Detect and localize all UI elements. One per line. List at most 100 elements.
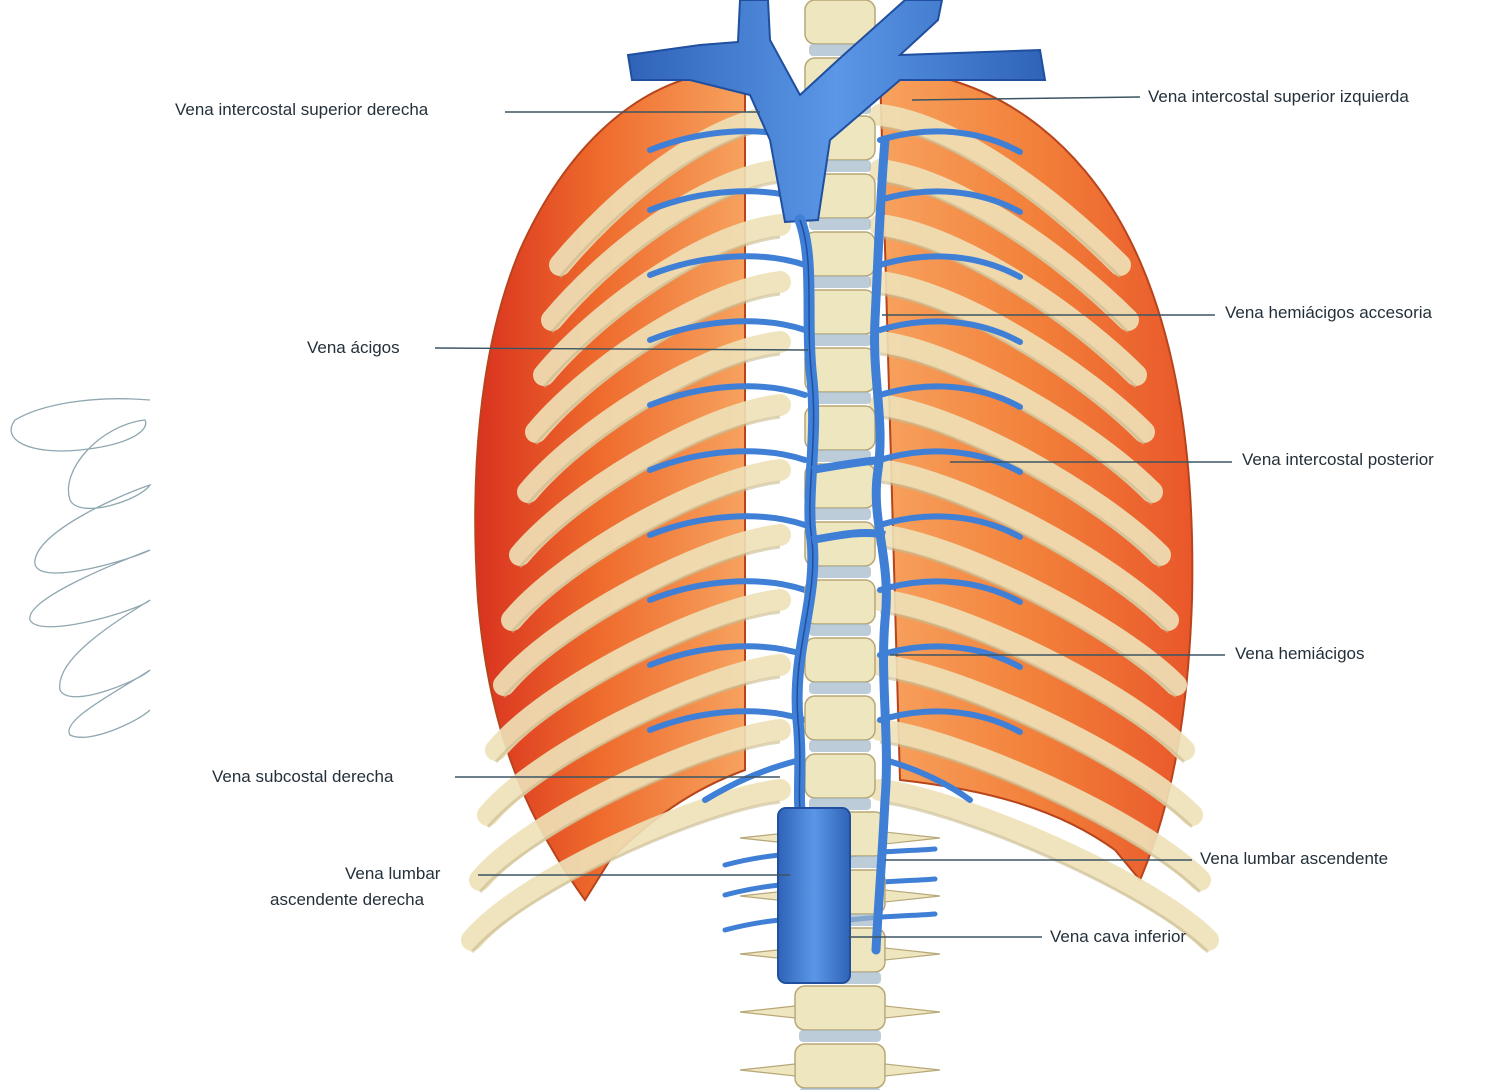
label-intercostal-superior-derecha: Vena intercostal superior derecha — [175, 100, 429, 119]
rib-right-shadow — [879, 415, 1162, 569]
intercostal-vein-left — [877, 513, 1023, 540]
rib-left — [493, 524, 791, 696]
hemiazygos-vein — [870, 135, 891, 955]
rib-right-shadow — [879, 675, 1194, 829]
intercostal-vein-left — [877, 578, 1023, 605]
leader-acigos — [434, 347, 809, 351]
rib-right-shadow — [879, 545, 1178, 699]
vertebral-body — [794, 985, 886, 1031]
hemiazygos-crossover-lower — [811, 528, 886, 544]
rib-right — [869, 214, 1147, 386]
rib-left-shadow — [542, 235, 781, 388]
rib-right — [869, 589, 1195, 761]
hemiazygos-crossover — [811, 456, 881, 474]
intervertebral-disc — [809, 740, 871, 752]
leader-intercostal-superior-izquierda — [911, 96, 1141, 101]
label-lumbar-ascendente-derecha-line2: ascendente derecha — [270, 890, 425, 909]
rib-left-shadow — [526, 352, 781, 505]
rib-left-shadow — [478, 740, 781, 893]
rib-right — [869, 459, 1179, 631]
vertebral-body — [804, 231, 876, 277]
rib-left — [533, 214, 791, 386]
transverse-process-left — [884, 889, 941, 903]
intercostal-vein-left — [877, 643, 1023, 670]
intercostal-vein-right — [647, 643, 808, 668]
rib-right — [869, 331, 1163, 503]
intercostal-vein-right — [647, 708, 808, 733]
rib-right-shadow — [879, 292, 1146, 446]
label-acigos: Vena ácigos — [307, 338, 400, 357]
intercostal-vein-right — [647, 578, 808, 603]
vertebral-body — [804, 289, 876, 335]
label-lumbar-ascendente: Vena lumbar ascendente — [1200, 849, 1389, 868]
rib-left — [477, 654, 791, 826]
vertebral-column — [739, 0, 941, 1090]
vertebral-body — [804, 637, 876, 683]
vertebral-body — [804, 695, 876, 741]
rib-left-shadow — [470, 800, 781, 953]
intercostal-vein-right — [647, 383, 808, 408]
transverse-process-right — [739, 1063, 796, 1077]
rib-left — [485, 589, 791, 761]
intervertebral-disc — [809, 218, 871, 230]
handwritten-signature — [10, 398, 152, 738]
posterior-intercostal-veins — [647, 128, 1023, 933]
transverse-process-right — [739, 1005, 796, 1019]
label-cava-inferior: Vena cava inferior — [1050, 927, 1187, 946]
intercostal-vein-left — [877, 128, 1023, 155]
intercostal-vein-left — [877, 188, 1023, 215]
rib-right — [869, 271, 1155, 443]
intercostal-vein-left — [877, 318, 1023, 345]
rib-right-shadow — [879, 235, 1138, 389]
rib-left-shadow — [502, 545, 781, 698]
rib-right-shadow — [879, 800, 1210, 954]
intercostal-vein-left — [877, 448, 1023, 475]
rib-right-shadow — [879, 610, 1186, 764]
intervertebral-disc — [809, 334, 871, 346]
intercostal-vein-right — [647, 253, 808, 278]
rib-left — [469, 719, 791, 891]
rib-right-shadow — [879, 180, 1130, 334]
rib-right-shadow — [879, 480, 1170, 634]
intervertebral-disc — [809, 566, 871, 578]
label-subcostal-derecha: Vena subcostal derecha — [212, 767, 394, 786]
rib-left — [541, 159, 791, 331]
lumbar-vein-right — [722, 852, 783, 868]
rib-left-shadow — [518, 415, 781, 568]
rib-left — [549, 104, 791, 276]
rib-right — [869, 524, 1187, 696]
subcostal-vein-right — [702, 757, 803, 803]
intercostal-vein-left — [877, 253, 1023, 280]
rib-left-shadow — [486, 675, 781, 828]
label-lumbar-ascendente-derecha-line1: Vena lumbar — [345, 864, 441, 883]
intercostal-vein-right — [647, 448, 808, 473]
intervertebral-disc — [809, 392, 871, 404]
rib-right-shadow — [879, 740, 1202, 894]
intercostal-vein-left — [877, 708, 1023, 735]
rib-left — [525, 271, 791, 443]
rib-left — [461, 779, 791, 951]
rib-left-shadow — [494, 610, 781, 763]
rib-right — [869, 159, 1139, 331]
intercostal-vein-left — [877, 383, 1023, 410]
transverse-process-left — [884, 947, 941, 961]
intervertebral-disc — [809, 276, 871, 288]
transverse-process-left — [884, 831, 941, 845]
intervertebral-disc — [809, 682, 871, 694]
leader-lines — [434, 96, 1232, 938]
ribs — [461, 104, 1219, 954]
label-intercostal-superior-izquierda: Vena intercostal superior izquierda — [1148, 87, 1409, 106]
rib-right-shadow — [879, 352, 1154, 506]
intercostal-vein-right — [647, 513, 808, 538]
rib-right — [869, 719, 1211, 891]
subcostal-vein-left — [882, 757, 973, 803]
label-hemiacigos-accesoria: Vena hemiácigos accesoria — [1225, 303, 1432, 322]
intercostal-vein-right — [647, 318, 808, 343]
label-hemiacigos: Vena hemiácigos — [1235, 644, 1365, 663]
label-intercostal-posterior: Vena intercostal posterior — [1242, 450, 1434, 469]
transverse-process-left — [884, 1005, 941, 1019]
intervertebral-disc — [809, 508, 871, 520]
rib-right — [869, 104, 1131, 276]
vertebral-body — [804, 753, 876, 799]
rib-left-shadow — [534, 292, 781, 445]
